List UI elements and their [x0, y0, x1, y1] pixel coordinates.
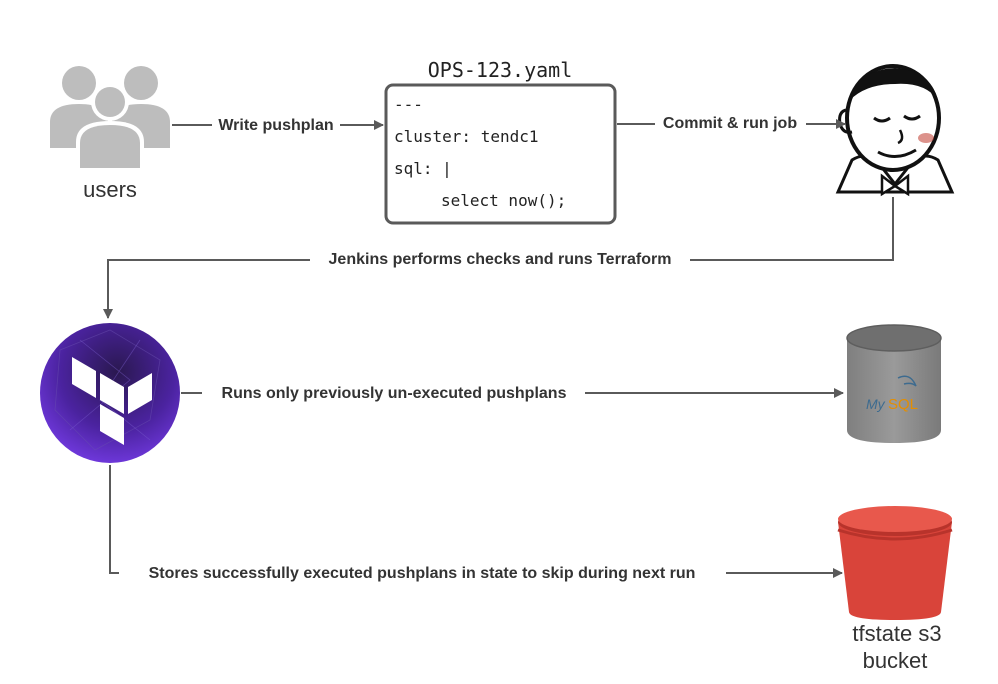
edge-jenkins-checks: Jenkins performs checks and runs Terrafo…: [103, 197, 894, 319]
s3-bucket-label-line2: bucket: [863, 648, 928, 673]
edge-label-runs-unexecuted: Runs only previously un-executed pushpla…: [222, 385, 567, 402]
edge-label-write-pushplan: Write pushplan: [218, 117, 333, 134]
edge-stores-state: Stores successfully executed pushplans i…: [109, 465, 843, 582]
yaml-file-title: OPS-123.yaml: [428, 58, 573, 82]
yaml-line-cluster: cluster: tendc1: [394, 127, 539, 146]
edge-commit-run: Commit & run job: [617, 115, 846, 132]
yaml-file-box: [384, 83, 617, 225]
yaml-line-sql: sql: |: [394, 159, 452, 178]
yaml-line-query: select now();: [441, 191, 566, 210]
edge-runs-unexecuted: Runs only previously un-executed pushpla…: [181, 385, 844, 402]
edge-label-commit-run: Commit & run job: [663, 115, 797, 132]
yaml-line-separator: ---: [394, 95, 423, 114]
users-icon: [50, 66, 170, 168]
s3-bucket-label-line1: tfstate s3: [852, 621, 941, 646]
terraform-icon: [40, 323, 180, 463]
s3-bucket-icon: [837, 506, 953, 620]
edge-write-pushplan: Write pushplan: [172, 117, 384, 134]
jenkins-icon: [835, 64, 955, 197]
mysql-logo-sql: SQL: [888, 396, 918, 413]
edge-label-jenkins-checks: Jenkins performs checks and runs Terrafo…: [329, 251, 672, 268]
users-label: users: [83, 177, 137, 202]
mysql-logo-my: My: [866, 396, 886, 412]
mysql-database-icon: My SQL: [846, 324, 942, 443]
edge-label-stores-state: Stores successfully executed pushplans i…: [149, 565, 696, 582]
